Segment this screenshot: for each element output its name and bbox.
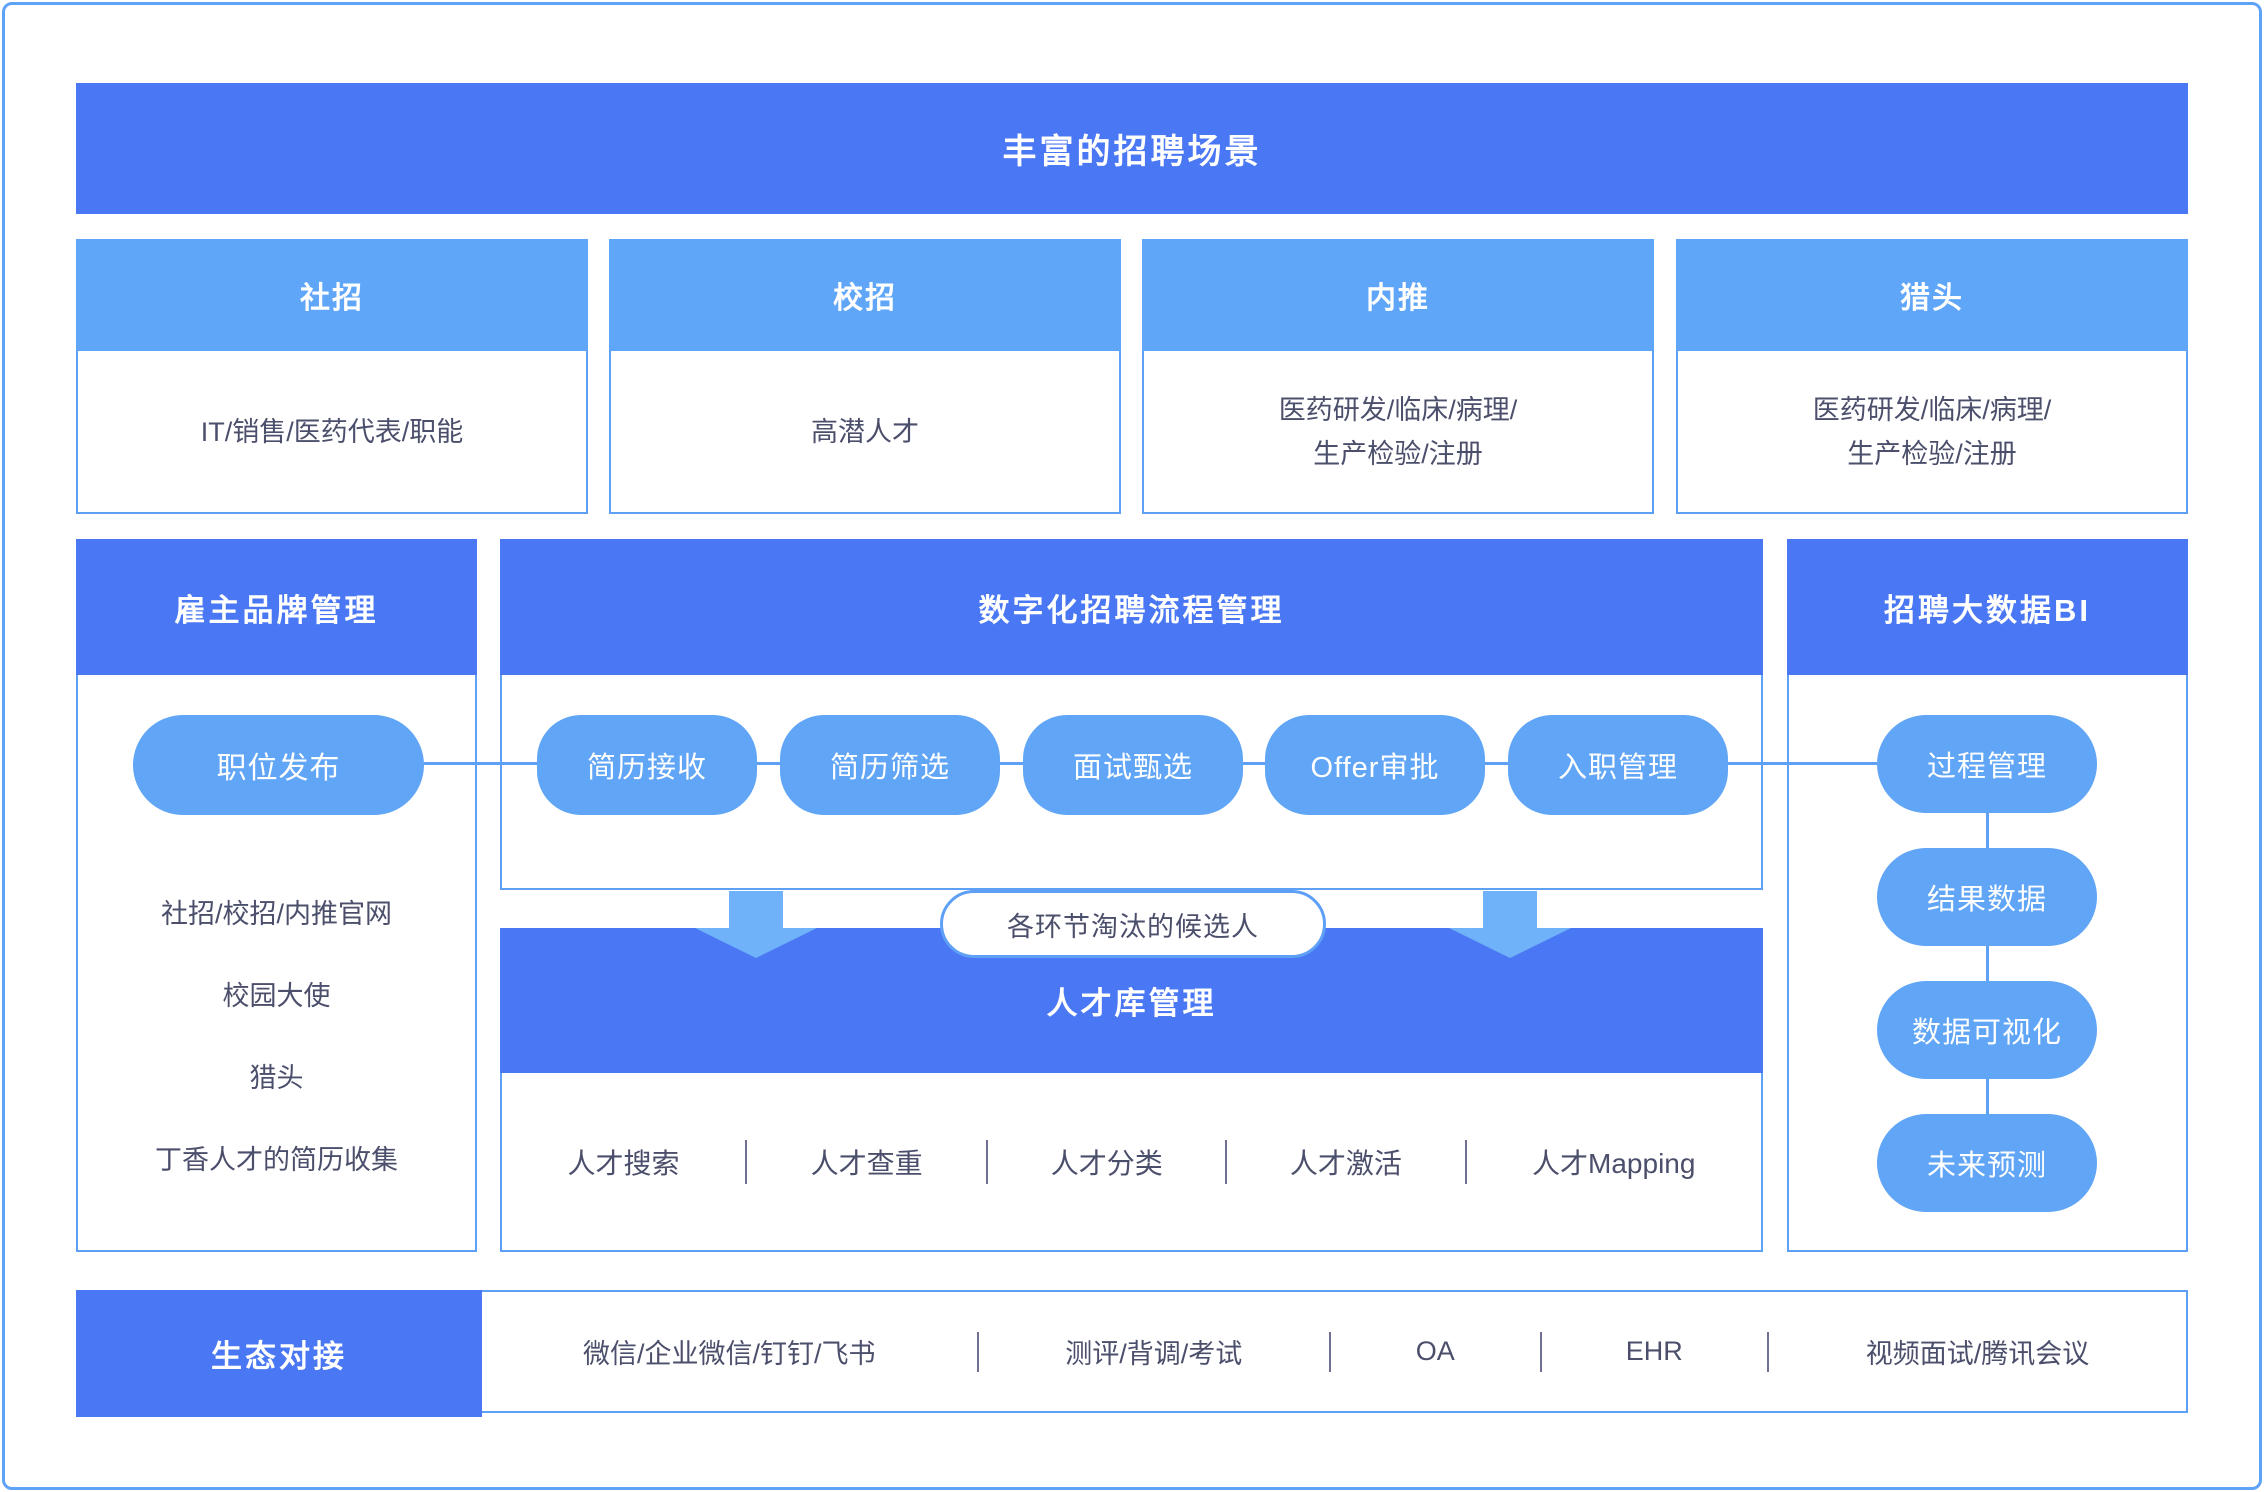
connector-line bbox=[1000, 762, 1023, 765]
eliminated-candidates-bubble: 各环节淘汰的候选人 bbox=[940, 890, 1326, 958]
bi-pill-future-forecast: 未来预测 bbox=[1877, 1114, 2097, 1212]
divider bbox=[1464, 1139, 1467, 1184]
employer-brand-header: 雇主品牌管理 bbox=[76, 539, 477, 675]
process-step-pill-offer: Offer审批 bbox=[1265, 715, 1485, 815]
employer-brand-item: 社招/校招/内推官网 bbox=[160, 898, 392, 929]
process-header: 数字化招聘流程管理 bbox=[500, 539, 1763, 675]
connector-line bbox=[757, 762, 780, 765]
scenario-detail-line: 医药研发/临床/病理/ bbox=[1812, 394, 2052, 425]
scenario-card-detail: 高潜人才 bbox=[609, 351, 1121, 514]
banner-title: 丰富的招聘场景 bbox=[1002, 133, 1262, 171]
talent-pool-body: 人才搜索 人才查重 人才分类 人才激活 人才Mapping bbox=[500, 1073, 1763, 1252]
job-posting-pill: 职位发布 bbox=[133, 715, 424, 815]
down-arrow-icon bbox=[1449, 928, 1571, 958]
talent-pool-item: 人才分类 bbox=[1050, 1147, 1163, 1179]
employer-brand-item: 校园大使 bbox=[222, 980, 331, 1011]
ecosystem-items: 微信/企业微信/钉钉/飞书 测评/背调/考试 OA EHR 视频面试/腾讯会议 bbox=[482, 1292, 2186, 1411]
connector-line bbox=[1485, 762, 1508, 765]
connector-line bbox=[1986, 1079, 1989, 1114]
down-arrow-icon bbox=[1483, 891, 1537, 929]
scenario-detail-line: 医药研发/临床/病理/ bbox=[1278, 394, 1518, 425]
talent-pool-item: 人才激活 bbox=[1289, 1147, 1402, 1179]
scenario-card-title: 校招 bbox=[609, 239, 1121, 351]
divider bbox=[976, 1331, 979, 1372]
process-step-pill-resume-screen: 简历筛选 bbox=[780, 715, 1000, 815]
recruitment-scenarios-banner: 丰富的招聘场景 bbox=[76, 83, 2188, 214]
down-arrow-icon bbox=[729, 891, 783, 929]
connector-line bbox=[1728, 762, 1877, 765]
scenario-card-title: 社招 bbox=[76, 239, 588, 351]
divider bbox=[1539, 1331, 1542, 1372]
scenario-detail-line: IT/销售/医药代表/职能 bbox=[200, 416, 464, 447]
talent-pool-item: 人才Mapping bbox=[1532, 1147, 1696, 1179]
divider bbox=[1766, 1331, 1769, 1372]
connector-line bbox=[424, 762, 537, 765]
scenario-detail-line: 生产检验/注册 bbox=[1313, 438, 1483, 469]
talent-pool-item: 人才查重 bbox=[810, 1147, 923, 1179]
scenario-card-title: 猎头 bbox=[1676, 239, 2188, 351]
divider bbox=[745, 1139, 748, 1184]
scenario-card-detail: IT/销售/医药代表/职能 bbox=[76, 351, 588, 514]
employer-brand-item: 猎头 bbox=[249, 1062, 304, 1093]
ecosystem-bar: 生态对接 微信/企业微信/钉钉/飞书 测评/背调/考试 OA EHR 视频面试/… bbox=[76, 1290, 2188, 1417]
connector-line bbox=[1986, 946, 1989, 981]
divider bbox=[986, 1139, 989, 1184]
scenario-card-social: 社招 IT/销售/医药代表/职能 bbox=[76, 239, 588, 514]
scenario-card-campus: 校招 高潜人才 bbox=[609, 239, 1121, 514]
bi-pill-process-mgmt: 过程管理 bbox=[1877, 715, 2097, 813]
scenario-detail-line: 高潜人才 bbox=[811, 416, 919, 447]
ecosystem-item: 微信/企业微信/钉钉/飞书 bbox=[582, 1339, 876, 1369]
bi-pill-data-viz: 数据可视化 bbox=[1877, 981, 2097, 1079]
scenario-card-title: 内推 bbox=[1142, 239, 1654, 351]
scenario-card-referral: 内推 医药研发/临床/病理/ 生产检验/注册 bbox=[1142, 239, 1654, 514]
down-arrow-icon bbox=[695, 928, 817, 958]
process-step-pill-interview: 面试甄选 bbox=[1023, 715, 1243, 815]
ecosystem-item: 视频面试/腾讯会议 bbox=[1865, 1339, 2090, 1369]
connector-line bbox=[1986, 813, 1989, 848]
bi-pill-result-data: 结果数据 bbox=[1877, 848, 2097, 946]
divider bbox=[1225, 1139, 1228, 1184]
scenario-detail-line: 生产检验/注册 bbox=[1847, 438, 2017, 469]
connector-line bbox=[1243, 762, 1265, 765]
ecosystem-title-block: 生态对接 bbox=[76, 1290, 482, 1417]
scenario-card-detail: 医药研发/临床/病理/ 生产检验/注册 bbox=[1676, 351, 2188, 514]
ecosystem-item: 测评/背调/考试 bbox=[1065, 1339, 1243, 1369]
process-step-pill-resume-receive: 简历接收 bbox=[537, 715, 757, 815]
scenario-card-headhunter: 猎头 医药研发/临床/病理/ 生产检验/注册 bbox=[1676, 239, 2188, 514]
talent-pool-item: 人才搜索 bbox=[567, 1147, 680, 1179]
divider bbox=[1329, 1331, 1332, 1372]
process-step-pill-onboarding: 入职管理 bbox=[1508, 715, 1728, 815]
scenario-card-detail: 医药研发/临床/病理/ 生产检验/注册 bbox=[1142, 351, 1654, 514]
ecosystem-item: EHR bbox=[1625, 1336, 1683, 1366]
ecosystem-item: OA bbox=[1415, 1336, 1455, 1366]
employer-brand-item: 丁香人才的简历收集 bbox=[155, 1144, 398, 1175]
bi-header: 招聘大数据BI bbox=[1787, 539, 2188, 675]
